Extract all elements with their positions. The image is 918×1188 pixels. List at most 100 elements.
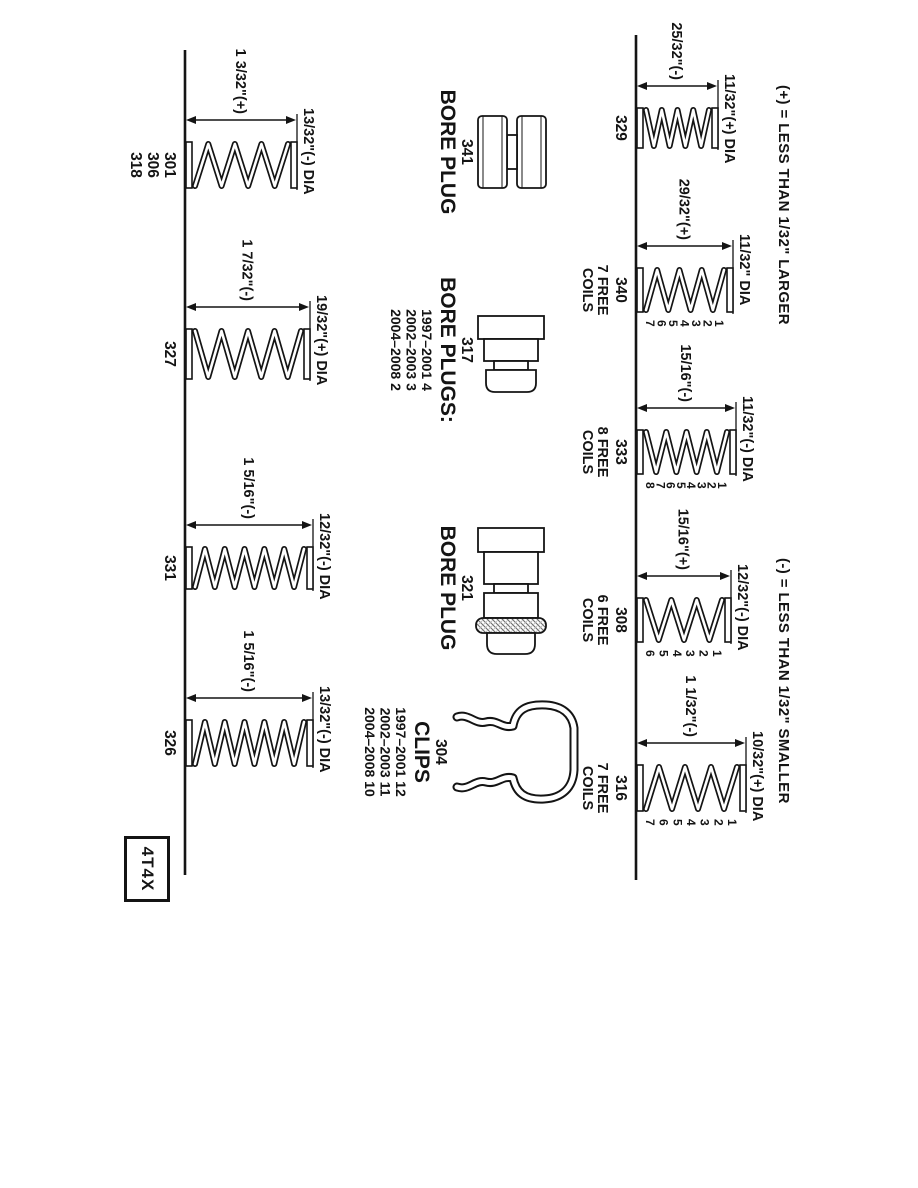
plug-cap xyxy=(477,527,545,553)
end-plate-top xyxy=(303,328,311,380)
end-plate-bottom xyxy=(636,107,644,149)
transmission-code-box: 4T4X xyxy=(124,836,170,902)
coil-number: 3 xyxy=(694,482,708,489)
wire-inner xyxy=(193,720,306,766)
arrowhead xyxy=(637,739,647,747)
dia-label: 13/32"(-) DIA xyxy=(316,686,332,773)
wire-inner xyxy=(193,329,303,379)
length-label: 1 5/16"(-) xyxy=(240,630,256,692)
free-coils-line2: COILS xyxy=(579,268,595,313)
wire-inner xyxy=(193,547,306,589)
coil-number: 6 xyxy=(655,320,669,327)
wire-inner xyxy=(644,268,726,312)
wire-inner xyxy=(454,702,577,802)
coil-number: 5 xyxy=(656,650,670,657)
end-plate-bottom xyxy=(185,328,193,380)
coil-number: 3 xyxy=(683,650,697,657)
dia-label: 10/32"(+) DIA xyxy=(749,731,765,822)
coil-number: 7 xyxy=(653,482,667,489)
plug-body xyxy=(483,551,539,585)
part-number: 331 xyxy=(161,555,178,581)
spring-326: 1 5/16"(-) 13/32"(-) DIA 326 xyxy=(161,630,332,773)
arrowhead xyxy=(637,572,647,580)
coil-number: 7 xyxy=(643,819,657,826)
wire-inner xyxy=(644,598,724,642)
coil-number: 4 xyxy=(670,650,684,657)
free-coils-line2: COILS xyxy=(579,598,595,643)
arrowhead xyxy=(302,694,312,702)
plug-body2 xyxy=(483,592,539,619)
free-coils-line2: COILS xyxy=(579,430,595,475)
end-plate-bottom xyxy=(636,267,644,313)
coil-number: 8 xyxy=(643,482,657,489)
arrowhead xyxy=(725,404,735,412)
part-number: 333 xyxy=(612,439,629,465)
part-number: 318 xyxy=(127,152,144,178)
wire-inner xyxy=(644,108,711,148)
arrowhead xyxy=(637,242,647,250)
year-quantity: 2002–2003 3 xyxy=(404,309,420,391)
part-number: 326 xyxy=(161,730,178,756)
arrowhead xyxy=(299,303,309,311)
o-ring xyxy=(475,617,547,634)
coil-number: 6 xyxy=(664,482,678,489)
year-quantity: 2004–2008 2 xyxy=(388,309,404,391)
coil-number: 1 xyxy=(715,482,729,489)
length-label: 1 1/32"(-) xyxy=(682,675,698,737)
wire-inner xyxy=(644,765,739,811)
dia-label: 12/32"(-) DIA xyxy=(316,513,332,600)
year-quantity: 1997–2001 4 xyxy=(419,309,435,391)
coil-number: 2 xyxy=(711,819,725,826)
end-plate-top xyxy=(306,546,314,590)
coil-number: 7 xyxy=(643,320,657,327)
end-plate-top xyxy=(306,719,314,767)
arrowhead xyxy=(186,694,196,702)
dia-label: 19/32"(+) DIA xyxy=(313,295,329,386)
arrowhead xyxy=(722,242,732,250)
part-number: 308 xyxy=(612,607,629,633)
coil-number: 5 xyxy=(670,819,684,826)
part-number: 301 xyxy=(161,152,178,178)
free-coils-line1: 7 FREE xyxy=(594,265,610,316)
part-name: BORE PLUGS: xyxy=(436,277,459,423)
dia-label: 12/32"(-) DIA xyxy=(734,564,750,651)
arrowhead xyxy=(186,303,196,311)
end-plate-bottom xyxy=(185,546,193,590)
arrowhead xyxy=(186,521,196,529)
end-plate-bottom xyxy=(636,429,644,475)
free-coils-line1: 6 FREE xyxy=(594,595,610,646)
part-number: 316 xyxy=(612,775,629,801)
spool-top-block xyxy=(516,115,547,189)
arrowhead xyxy=(707,82,717,90)
arrowhead xyxy=(637,82,647,90)
part-number: 329 xyxy=(612,115,629,141)
length-label: 1 5/16"(-) xyxy=(240,457,256,519)
coil-number: 2 xyxy=(701,320,715,327)
dia-label: 11/32"(+) DIA xyxy=(721,74,737,164)
year-quantity: 2002–2003 11 xyxy=(378,708,394,797)
arrowhead xyxy=(286,116,296,124)
coil-number: 6 xyxy=(657,819,671,826)
part-number: 321 xyxy=(458,575,475,601)
part-name: BORE PLUG xyxy=(436,90,459,215)
year-quantity: 2004–2008 10 xyxy=(362,707,378,797)
arrowhead xyxy=(186,116,196,124)
spool-bottom-block xyxy=(477,115,508,189)
free-coils-line1: 7 FREE xyxy=(594,763,610,814)
part-number: 306 xyxy=(144,152,161,178)
part-name: BORE PLUG xyxy=(436,526,459,651)
part-number: 341 xyxy=(458,139,475,165)
legend-plus-note: (+) = LESS THAN 1/32" LARGER xyxy=(775,85,792,326)
legend-minus-note: (-) = LESS THAN 1/32" SMALLER xyxy=(775,558,792,804)
